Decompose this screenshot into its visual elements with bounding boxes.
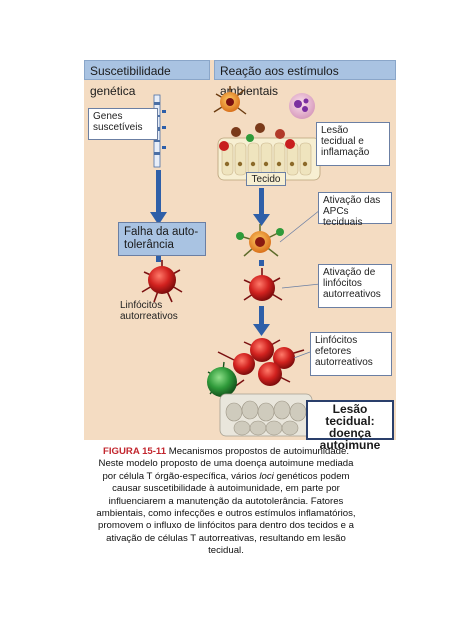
- caption-line-3b: genéticos podem: [276, 470, 350, 482]
- caption-line-3-italic: loci: [259, 470, 274, 482]
- right-arrow-2: [259, 260, 264, 266]
- left-arrow-1: [150, 170, 167, 225]
- caption-line-3a: por célula T órgão-específica, vários: [102, 470, 257, 482]
- caption-line-5: influenciarem a manutenção da autotolerâ…: [108, 495, 344, 507]
- caption-line-9: tecidual.: [208, 545, 244, 557]
- effector-cell-cluster: [207, 338, 305, 397]
- effector-lymphocytes-label: Linfócitos efetores autorreativos: [310, 332, 392, 376]
- microbe-cell: [289, 93, 315, 119]
- lymphocyte-activation-label: Ativação de linfócitos autorreativos: [318, 264, 392, 308]
- apc-activated-cell: [236, 224, 284, 257]
- genes-susceptible-label: Genes suscetíveis: [88, 108, 158, 140]
- caption-line-6: ambientais, como infecções e outros estí…: [96, 508, 356, 520]
- damaged-tissue: [219, 393, 313, 437]
- diagram-artwork: [141, 86, 321, 437]
- small-immune-cells: [219, 123, 295, 151]
- tissue-block: [217, 137, 321, 181]
- autoreactive-lymphocyte-cell: [141, 260, 183, 303]
- tolerance-failure-box: Falha da auto-tolerância: [118, 222, 206, 256]
- tissue-label: Tecido: [246, 172, 286, 186]
- header-environmental-reaction: Reação aos estímulos ambientais: [214, 60, 396, 98]
- right-arrow-3: [253, 306, 270, 336]
- caption-line-4: causar suscetibilidade à autoimunidade, …: [112, 483, 340, 495]
- header-genetic-susceptibility: Suscetibilidade genética: [84, 60, 210, 98]
- autoimmune-disease-box: Lesão tecidual: doença autoimune: [306, 400, 394, 451]
- activated-lymphocyte-cell: [243, 268, 283, 301]
- apc-activation-label: Ativação das APCs teciduais: [318, 192, 392, 228]
- caption-line-1: Mecanismos propostos de autoimunidade.: [168, 446, 350, 457]
- caption-line-2: Neste modelo proposto de uma doença auto…: [98, 458, 354, 470]
- figure-number: FIGURA 15-11: [102, 446, 167, 457]
- caption-line-8: ativação de células T autorreativas, res…: [106, 532, 346, 544]
- tissue-injury-label: Lesão tecidual e inflamação: [316, 122, 390, 166]
- caption-line-7: promovem o influxo de linfócitos para de…: [98, 520, 354, 532]
- right-arrow-1: [253, 188, 270, 226]
- figure-caption: FIGURA 15-11 Mecanismos propostos de aut…: [76, 446, 376, 558]
- apc-cell-top: [213, 86, 247, 115]
- autoreactive-lymphocytes-label: Linfócitos autorreativos: [120, 300, 178, 322]
- left-arrow-2: [156, 256, 161, 262]
